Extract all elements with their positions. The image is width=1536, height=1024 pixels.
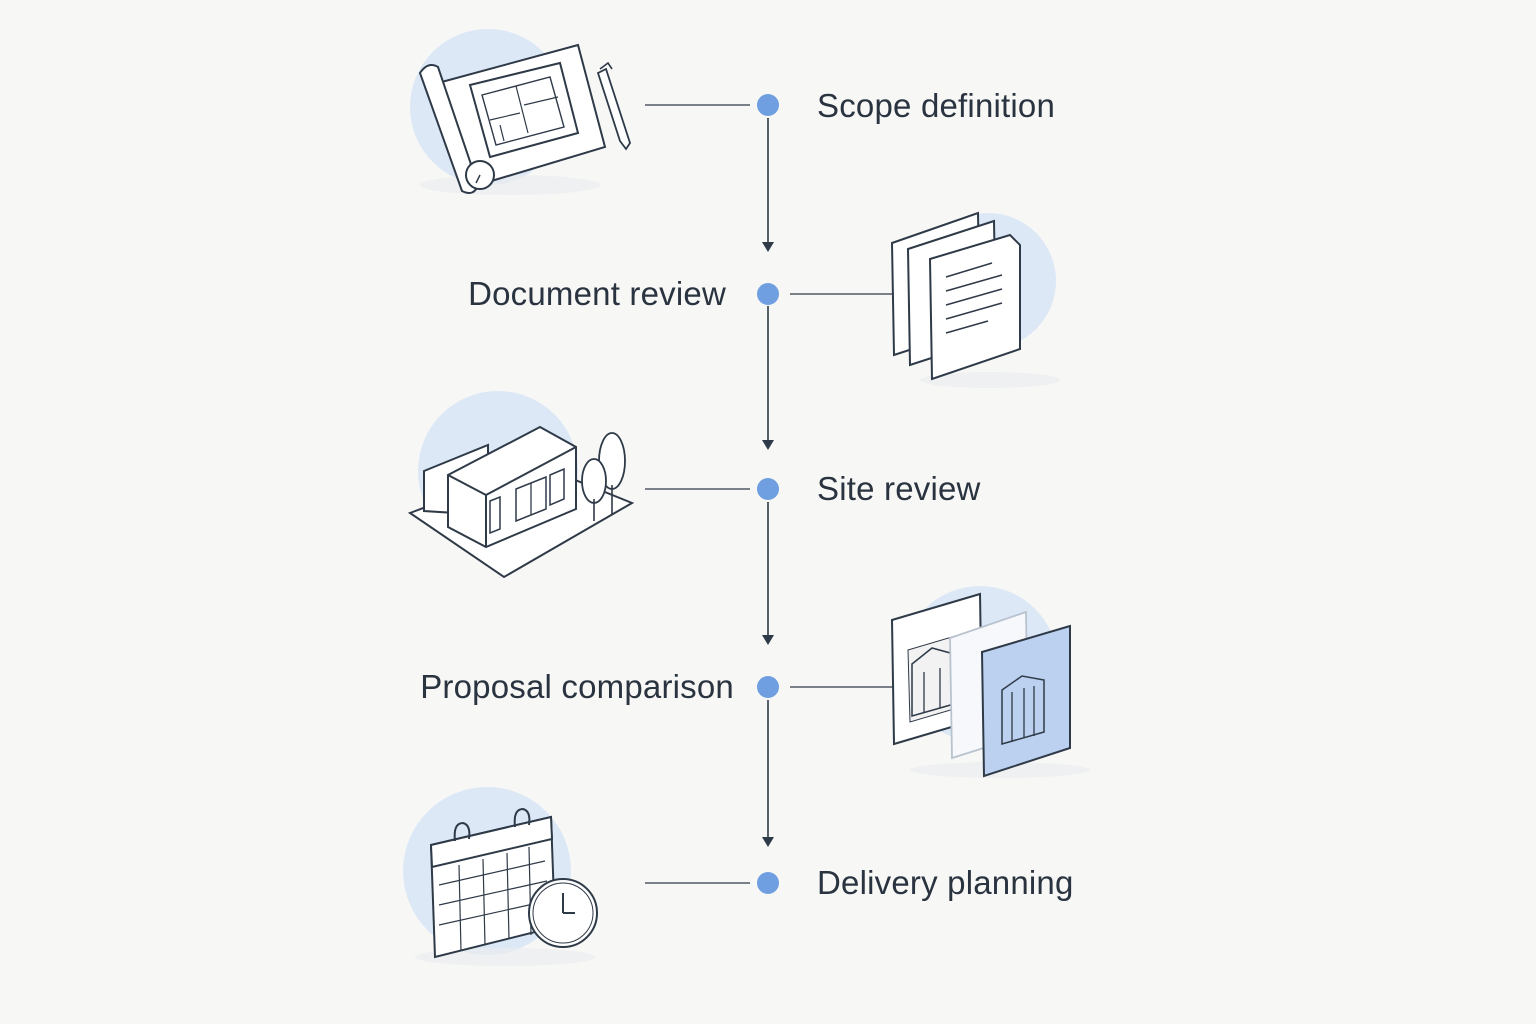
arrowhead-1-2: [762, 242, 774, 252]
node-2: [757, 283, 779, 305]
step-label-delivery-planning: Delivery planning: [817, 864, 1074, 901]
step-label-document-review: Document review: [468, 275, 726, 312]
node-1: [757, 94, 779, 116]
arrowhead-4-5: [762, 837, 774, 847]
calendar-clock-icon: [403, 787, 598, 966]
node-5: [757, 872, 779, 894]
step-label-proposal-comparison: Proposal comparison: [420, 668, 734, 705]
step-label-scope-definition: Scope definition: [817, 87, 1056, 124]
documents-icon: [890, 211, 1060, 388]
arrowhead-3-4: [762, 635, 774, 645]
node-4: [757, 676, 779, 698]
blueprint-icon: [410, 29, 631, 195]
step-label-site-review: Site review: [817, 470, 981, 507]
node-3: [757, 478, 779, 500]
proposal-cards-icon: [890, 586, 1090, 778]
arrowhead-2-3: [762, 440, 774, 450]
building-site-icon: [407, 391, 635, 579]
